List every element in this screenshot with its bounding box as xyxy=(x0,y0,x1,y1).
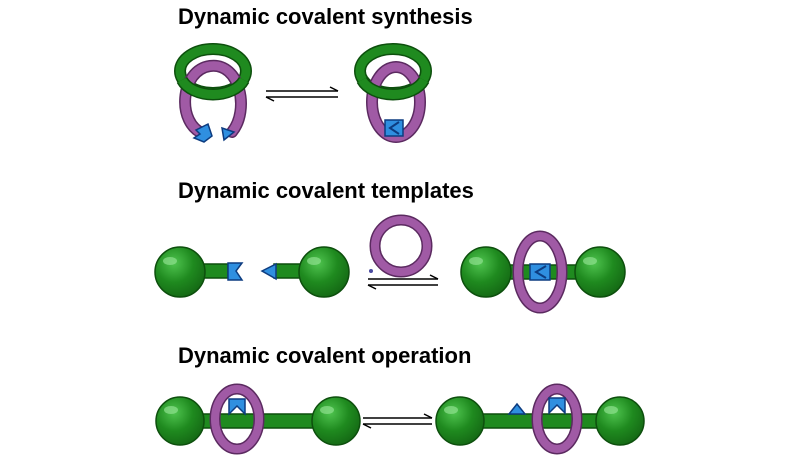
blue-linked-unit xyxy=(384,119,404,137)
half-axle-right xyxy=(260,246,350,298)
stopper-a1 xyxy=(155,396,205,446)
blue-receptor-left xyxy=(192,122,213,143)
catenane-closed xyxy=(354,43,432,143)
section-title-templates: Dynamic covalent templates xyxy=(178,178,474,203)
section-title-operation: Dynamic covalent operation xyxy=(178,343,472,368)
blue-receptor-b xyxy=(548,397,566,415)
purple-ring-b xyxy=(533,385,581,453)
stopper-b2 xyxy=(595,396,645,446)
purple-macrocycle xyxy=(371,216,431,276)
purple-open-ring xyxy=(180,61,246,139)
stopper-a2 xyxy=(311,396,361,446)
equilibrium-arrows-2 xyxy=(367,274,439,290)
stopper-sphere-left xyxy=(154,246,206,298)
section-title-synthesis: Dynamic covalent synthesis xyxy=(178,4,473,29)
blue-linked-unit-2 xyxy=(529,263,551,281)
stopper-sphere-b xyxy=(574,246,626,298)
catalyst-dot xyxy=(369,269,373,273)
purple-ring-a xyxy=(211,385,263,453)
macrocycle-reagent xyxy=(369,214,433,278)
stopper-b1 xyxy=(435,396,485,446)
purple-closed-ring xyxy=(367,62,425,142)
axle-rod-right xyxy=(273,263,303,279)
blue-receptor-end xyxy=(227,262,244,281)
blue-arrowhead-b xyxy=(507,402,527,415)
blue-arrowhead-end xyxy=(260,262,277,281)
blue-arrowhead-right xyxy=(221,126,236,142)
rotaxane-state-b xyxy=(435,383,645,455)
rotaxane-template xyxy=(460,230,626,314)
catenane-open xyxy=(174,43,252,143)
stopper-sphere-right xyxy=(298,246,350,298)
stopper-sphere-a xyxy=(460,246,512,298)
purple-ring-threaded xyxy=(514,232,566,312)
equilibrium-arrows-3 xyxy=(362,413,433,429)
blue-receptor-a xyxy=(228,398,246,416)
half-axle-left xyxy=(154,246,244,298)
rotaxane-state-a xyxy=(155,383,361,455)
equilibrium-arrows-1 xyxy=(265,86,339,102)
